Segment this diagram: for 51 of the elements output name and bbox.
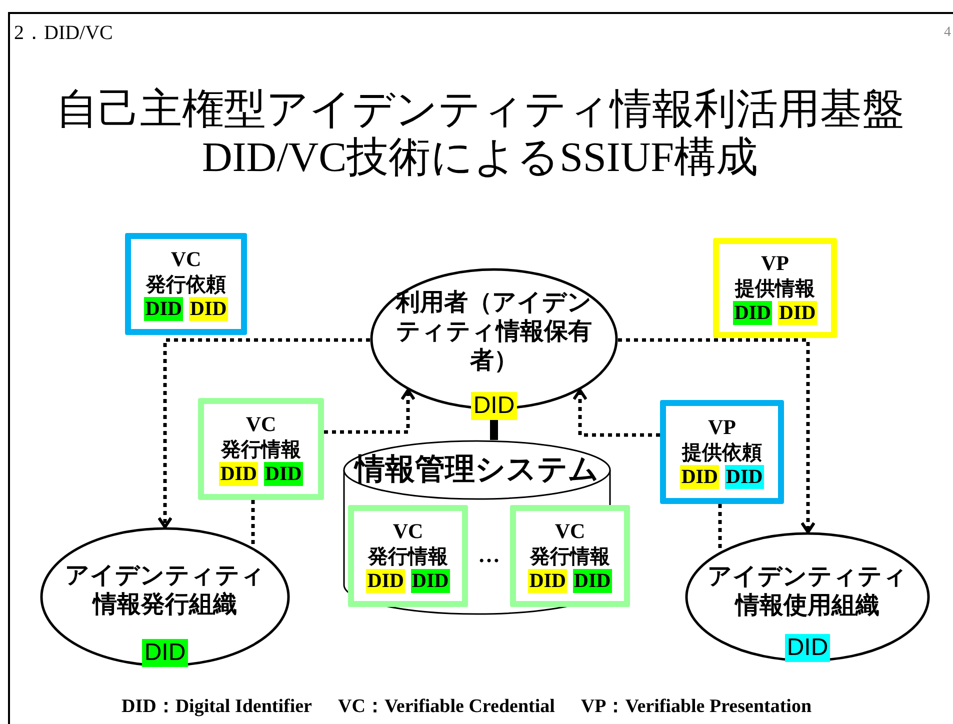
dotted-arrow bbox=[572, 388, 660, 437]
credential-card bbox=[125, 233, 247, 335]
page-number: 4 bbox=[944, 24, 951, 42]
section-header: 2．DID/VC bbox=[14, 21, 113, 46]
did-tag: DID bbox=[411, 569, 450, 593]
did-tag: DID bbox=[471, 392, 517, 420]
card-heading: VC bbox=[554, 519, 586, 543]
did-tag: DID bbox=[784, 634, 830, 662]
card-title: 発行情報 bbox=[530, 543, 610, 569]
credential-card bbox=[510, 505, 630, 607]
connector-line bbox=[490, 420, 498, 440]
did-tag: DID bbox=[366, 569, 405, 593]
dotted-arrow bbox=[618, 338, 816, 534]
card-title: 発行依頼 bbox=[146, 271, 226, 297]
card-heading: VP bbox=[708, 415, 736, 439]
card-heading: VC bbox=[246, 412, 276, 436]
credential-card bbox=[660, 400, 784, 504]
card-title: 発行情報 bbox=[221, 436, 301, 462]
did-tag: DID bbox=[573, 569, 612, 593]
did-tag: DID bbox=[219, 462, 258, 486]
card-title: 提供情報 bbox=[735, 275, 815, 301]
card-title: 提供依頼 bbox=[682, 439, 762, 465]
did-tag: DID bbox=[725, 465, 764, 489]
actor-label: アイデンティティ情報使用組織 bbox=[706, 562, 908, 620]
actor-ellipse bbox=[40, 527, 290, 667]
abbreviation-note: VC：Verifiable Credential bbox=[338, 695, 555, 719]
did-tag: DID bbox=[778, 301, 817, 325]
abbreviation-note: DID：Digital Identifier bbox=[121, 695, 312, 719]
did-tag: DID bbox=[264, 462, 303, 486]
did-tag: DID bbox=[144, 297, 183, 321]
did-tag: DID bbox=[680, 465, 719, 489]
actor-ellipse bbox=[685, 532, 930, 662]
dotted-arrow bbox=[324, 388, 416, 434]
actor-label: アイデンティティ情報発行組織 bbox=[64, 561, 266, 619]
slide-title: 自己主権型アイデンティティ情報利活用基盤 DID/VC技術によるSSIUF構成 bbox=[55, 86, 905, 183]
did-tag: DID bbox=[142, 639, 188, 667]
abbreviation-note: VP：Verifiable Presentation bbox=[580, 695, 812, 719]
ellipsis-mark: … bbox=[478, 541, 500, 569]
card-heading: VP bbox=[761, 251, 789, 275]
credential-card bbox=[348, 505, 468, 607]
dotted-arrow bbox=[158, 338, 370, 528]
did-tag: DID bbox=[528, 569, 567, 593]
credential-card bbox=[198, 398, 324, 500]
actor-ellipse bbox=[370, 268, 618, 420]
card-heading: VC bbox=[170, 247, 202, 271]
credential-card bbox=[713, 238, 837, 338]
database-label: 情報管理システム bbox=[355, 452, 599, 488]
did-tag: DID bbox=[189, 297, 228, 321]
card-heading: VC bbox=[392, 519, 424, 543]
card-title: 発行情報 bbox=[368, 543, 448, 569]
did-tag: DID bbox=[733, 301, 772, 325]
